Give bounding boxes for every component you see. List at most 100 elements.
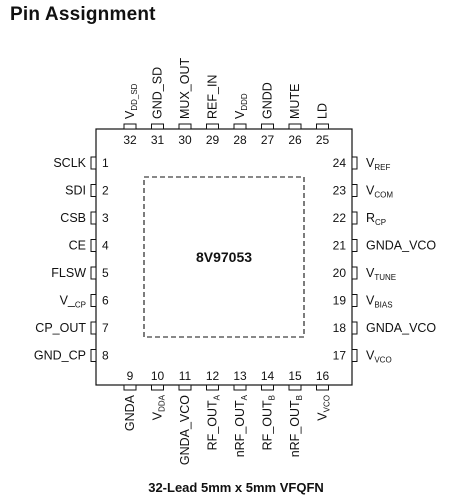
pin-pad-10 <box>151 384 164 391</box>
pin-pad-30 <box>178 123 192 130</box>
pin-label-vtune: VTUNE <box>366 266 396 282</box>
pin-label-vdd-sd: VDD_SD <box>123 83 139 119</box>
pin-pad-14 <box>261 384 274 391</box>
pin-number-8: 8 <box>102 349 109 363</box>
pin-number-5: 5 <box>102 266 109 280</box>
pin-label-cp-out: CP_OUT <box>35 321 86 335</box>
pin-label-gnda-vco: GNDA_VCO <box>366 321 436 335</box>
pin-number-9: 9 <box>127 369 134 383</box>
pin-pad-29 <box>206 123 219 130</box>
pin-label-csb: CSB <box>60 211 86 225</box>
pin-label-vddd: VDDD <box>233 93 249 119</box>
pin-number-13: 13 <box>233 369 247 383</box>
pin-number-29: 29 <box>206 133 220 147</box>
pin-label-vref: VREF <box>366 156 390 172</box>
pin-pad-13 <box>233 384 247 391</box>
pin-label-sclk: SCLK <box>53 156 86 170</box>
pin-pad-21 <box>351 239 358 252</box>
pin-pad-27 <box>261 123 274 130</box>
pin-pad-22 <box>351 211 358 225</box>
pin-label-vbias: VBIAS <box>366 294 393 310</box>
pin-label-rcp: RCP <box>366 211 386 227</box>
pin-number-18: 18 <box>333 321 347 335</box>
pin-pad-4 <box>90 239 97 252</box>
pin-label-rf-outb: RF_OUTB <box>261 395 277 450</box>
pin-number-16: 16 <box>316 369 330 383</box>
pin-label-ld: LD <box>316 103 330 119</box>
pin-label-gndd: GNDD <box>261 82 275 119</box>
pin-number-32: 32 <box>123 133 137 147</box>
pin-number-4: 4 <box>102 239 109 253</box>
pin-number-10: 10 <box>151 369 165 383</box>
pin-number-20: 20 <box>333 266 347 280</box>
pin-pad-3 <box>90 211 97 225</box>
pin-label-gnd-sd: GND_SD <box>151 67 165 119</box>
pin-label-vvco: VVCO <box>366 349 392 365</box>
pin-pad-5 <box>90 266 97 280</box>
pin-label-vdda: VDDA <box>151 394 167 420</box>
pin-number-26: 26 <box>288 133 302 147</box>
pin-label-rf-outa: RF_OUTA <box>206 394 222 450</box>
pin-label-nrf-outb: nRF_OUTB <box>288 395 304 457</box>
pin-pad-8 <box>90 349 97 362</box>
package-body <box>95 128 353 386</box>
pin-number-6: 6 <box>102 294 109 308</box>
pin-pad-24 <box>351 156 358 170</box>
pin-label-v-cp: V_CP <box>60 294 86 310</box>
pin-label-ref-in: REF_IN <box>206 75 220 119</box>
pin-pad-9 <box>123 384 137 391</box>
pin-number-28: 28 <box>233 133 247 147</box>
pin-number-1: 1 <box>102 156 109 170</box>
pin-number-3: 3 <box>102 211 109 225</box>
pin-label-gnda-vco: GNDA_VCO <box>178 395 192 465</box>
pin-pad-15 <box>288 384 302 391</box>
pin-pad-25 <box>316 123 329 130</box>
pin-label-mux-out: MUX_OUT <box>178 58 192 119</box>
pin-pad-12 <box>206 384 219 391</box>
pin-number-21: 21 <box>333 239 347 253</box>
pin-pad-2 <box>90 184 97 197</box>
pin-pad-23 <box>351 184 358 197</box>
pin-label-vcom: VCOM <box>366 184 393 200</box>
pin-number-25: 25 <box>316 133 330 147</box>
pin-number-15: 15 <box>288 369 302 383</box>
pin-pad-1 <box>90 156 97 170</box>
pin-number-24: 24 <box>333 156 347 170</box>
pin-pad-20 <box>351 266 358 280</box>
pin-label-sdi: SDI <box>65 184 86 198</box>
pin-number-12: 12 <box>206 369 220 383</box>
pins-layer: 1 SCLK 2 SDI 3 CSB 4 CE 5 FLSW 6 V_CP 7 CP_OUT 8 GND_CP… <box>34 58 437 466</box>
pin-number-23: 23 <box>333 184 347 198</box>
package-caption: 32-Lead 5mm x 5mm VFQFN <box>148 480 324 495</box>
pin-pad-7 <box>90 321 97 335</box>
pin-pad-28 <box>233 123 247 130</box>
pin-number-7: 7 <box>102 321 109 335</box>
part-number: 8V97053 <box>196 249 252 265</box>
pin-number-30: 30 <box>178 133 192 147</box>
pin-number-27: 27 <box>261 133 275 147</box>
pin-pad-31 <box>151 123 164 130</box>
pin-label-gnda: GNDA <box>123 394 137 431</box>
pin-pad-32 <box>123 123 137 130</box>
pin-number-11: 11 <box>179 369 192 383</box>
pin-label-mute: MUTE <box>288 84 302 119</box>
pin-label-vvco: VVCO <box>316 395 332 421</box>
pin-number-2: 2 <box>102 184 109 198</box>
pin-pad-26 <box>288 123 302 130</box>
pin-pad-17 <box>351 349 358 362</box>
pin-pad-16 <box>316 384 329 391</box>
pin-label-flsw: FLSW <box>51 266 86 280</box>
pin-label-gnd-cp: GND_CP <box>34 349 86 363</box>
pin-number-14: 14 <box>261 369 275 383</box>
pin-pad-6 <box>90 294 97 307</box>
pin-label-gnda-vco: GNDA_VCO <box>366 239 436 253</box>
pin-number-22: 22 <box>333 211 347 225</box>
pin-number-17: 17 <box>333 349 347 363</box>
pin-pad-18 <box>351 321 358 335</box>
pin-label-ce: CE <box>69 239 86 253</box>
pin-pad-19 <box>351 294 358 307</box>
pin-pad-11 <box>178 384 192 391</box>
page-title: Pin Assignment <box>10 4 156 25</box>
pin-number-19: 19 <box>333 294 347 308</box>
